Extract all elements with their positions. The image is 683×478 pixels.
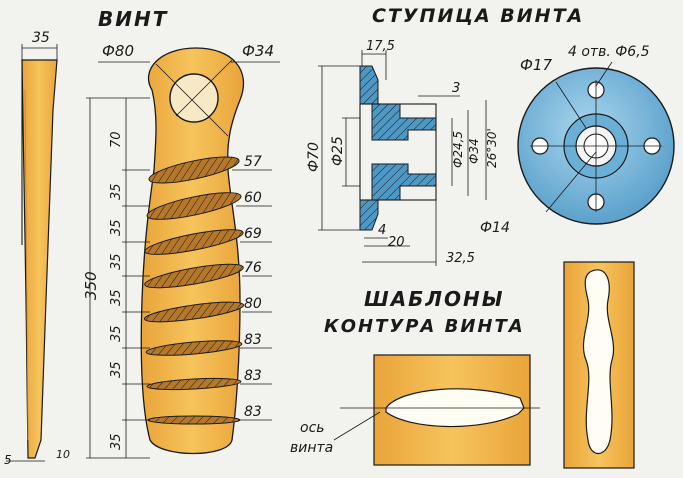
phi34-label: Ф34 (242, 42, 274, 60)
blade-sections (143, 156, 245, 425)
hub-phi25: Ф25 (330, 136, 346, 166)
section-width-4: 76 (244, 260, 262, 276)
section-width-8: 83 (244, 404, 262, 420)
blade-front-view: Ф80 Ф34 (82, 42, 280, 459)
phi80-label: Ф80 (102, 42, 134, 60)
section-width-7: 83 (244, 368, 262, 384)
hub-length-32-5: 32,5 (446, 251, 475, 266)
hub-title: СТУПИЦА ВИНТА (372, 5, 584, 27)
templates-title-line1: ШАБЛОНЫ (364, 287, 505, 311)
axis-label-line2: винта (290, 440, 333, 456)
blade-width-dim: 35 (32, 30, 50, 46)
section-width-5: 80 (244, 296, 262, 312)
hub-phi24-5: Ф24,5 (451, 131, 465, 168)
hub-phi70: Ф70 (306, 142, 322, 172)
root-thickness-dim: 10 (56, 448, 70, 461)
hub-depth-4: 4 (378, 223, 386, 238)
hub-angle: 26°30' (485, 128, 499, 168)
template-vertical (563, 261, 635, 469)
hub-holes: 4 отв. Ф6,5 (568, 44, 650, 60)
segment-1: 70 (109, 131, 124, 148)
segment-8: 35 (109, 433, 124, 450)
segment-5: 35 (109, 289, 124, 306)
hub-phi17: Ф17 (520, 56, 552, 74)
segment-3: 35 (109, 219, 124, 236)
hub-phi14: Ф14 (480, 220, 510, 236)
section-width-6: 83 (244, 332, 262, 348)
section-width-1: 57 (244, 154, 262, 170)
blade-side-view: 35 5 10 (4, 30, 70, 467)
section-width-3: 69 (244, 226, 262, 242)
axis-label-line1: ось (300, 420, 325, 436)
section-width-2: 60 (244, 190, 262, 206)
hub-section-view: 17,5 Ф70 Ф25 3 Ф24,5 Ф34 26°30' 4 20 32,… (306, 39, 499, 266)
hub-step-3: 3 (452, 81, 460, 96)
segment-4: 35 (109, 253, 124, 270)
templates-title-line2: КОНТУРА ВИНТА (324, 316, 525, 337)
propeller-title: ВИНТ (98, 7, 168, 31)
segment-6: 35 (109, 325, 124, 342)
hub-front-view: Ф17 4 отв. Ф6,5 Ф14 (480, 44, 675, 236)
hub-depth-20: 20 (388, 235, 405, 250)
segment-7: 35 (109, 361, 124, 378)
template-horizontal (340, 354, 540, 466)
tip-thickness-dim: 5 (4, 453, 12, 467)
total-length-dim: 350 (82, 271, 100, 300)
hub-phi34: Ф34 (467, 138, 481, 164)
hub-flange-thickness: 17,5 (366, 39, 395, 54)
segment-2: 35 (109, 183, 124, 200)
